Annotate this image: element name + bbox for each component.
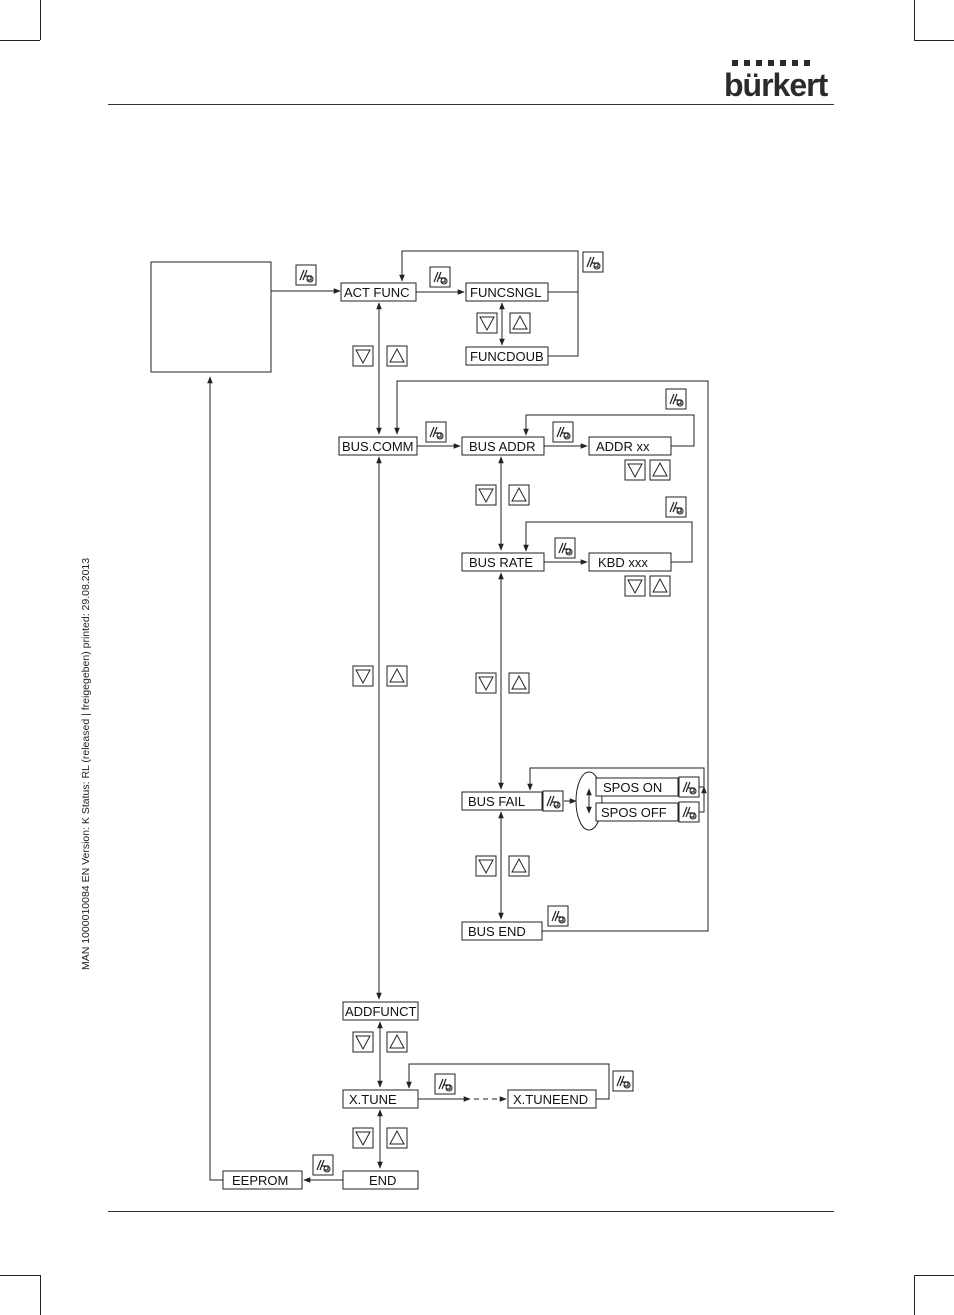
arrow-down-key-icon (477, 313, 497, 333)
connector-line (699, 787, 704, 812)
arrow-down-key-icon (476, 856, 496, 876)
arrow-down-key-icon (625, 576, 645, 596)
menu-label-bus-comm: BUS.COMM (342, 439, 414, 454)
arrow-up-key-icon (510, 313, 530, 333)
arrow-up-key-icon (387, 1128, 407, 1148)
main-menu-box (151, 262, 271, 372)
arrow-up-key-icon (650, 460, 670, 480)
return-arrow-line (210, 377, 223, 1180)
menu-label-funcdoub: FUNCDOUB (470, 349, 544, 364)
enter-key-icon (426, 422, 446, 442)
menu-label-addr-xx: ADDR xx (596, 439, 650, 454)
connector-line (548, 292, 578, 356)
enter-key-icon (543, 791, 563, 811)
menu-label-bus-fail: BUS FAIL (468, 794, 525, 809)
menu-label-spos-off: SPOS OFF (601, 805, 667, 820)
enter-key-icon (313, 1155, 333, 1175)
enter-key-icon (666, 497, 686, 517)
arrow-down-key-icon (476, 485, 496, 505)
menu-label-act-func: ACT FUNC (344, 285, 409, 300)
arrow-up-key-icon (387, 1032, 407, 1052)
enter-key-icon (435, 1074, 455, 1094)
menu-label-eeprom: EEPROM (232, 1173, 288, 1188)
menu-label-funcsngl: FUNCSNGL (470, 285, 542, 300)
arrow-up-key-icon (387, 346, 407, 366)
menu-label-bus-addr: BUS ADDR (469, 439, 535, 454)
arrow-up-key-icon (509, 856, 529, 876)
arrow-down-key-icon (353, 666, 373, 686)
arrow-up-key-icon (387, 666, 407, 686)
menu-label-end: END (369, 1173, 396, 1188)
arrow-up-key-icon (650, 576, 670, 596)
enter-key-icon (548, 906, 568, 926)
arrow-down-key-icon (353, 1032, 373, 1052)
enter-key-icon (666, 389, 686, 409)
enter-key-icon (555, 538, 575, 558)
enter-key-icon (583, 252, 603, 272)
enter-key-icon (296, 265, 316, 285)
arrow-up-key-icon (509, 673, 529, 693)
arrow-up-key-icon (509, 485, 529, 505)
enter-key-icon (679, 802, 699, 822)
enter-key-icon (553, 422, 573, 442)
arrow-down-key-icon (353, 346, 373, 366)
arrow-down-key-icon (476, 673, 496, 693)
arrow-down-key-icon (353, 1128, 373, 1148)
enter-key-icon (430, 267, 450, 287)
menu-label-bus-rate: BUS RATE (469, 555, 533, 570)
arrow-down-key-icon (625, 460, 645, 480)
menu-label-bus-end: BUS END (468, 924, 526, 939)
menu-label-x-tune: X.TUNE (349, 1092, 397, 1107)
menu-label-addfunct: ADDFUNCT (345, 1004, 417, 1019)
menu-label-x-tuneend: X.TUNEEND (513, 1092, 588, 1107)
menu-label-spos-on: SPOS ON (603, 780, 662, 795)
enter-key-icon (613, 1071, 633, 1091)
menu-label-kbd-xxx: KBD xxx (598, 555, 648, 570)
enter-key-icon (679, 777, 699, 797)
